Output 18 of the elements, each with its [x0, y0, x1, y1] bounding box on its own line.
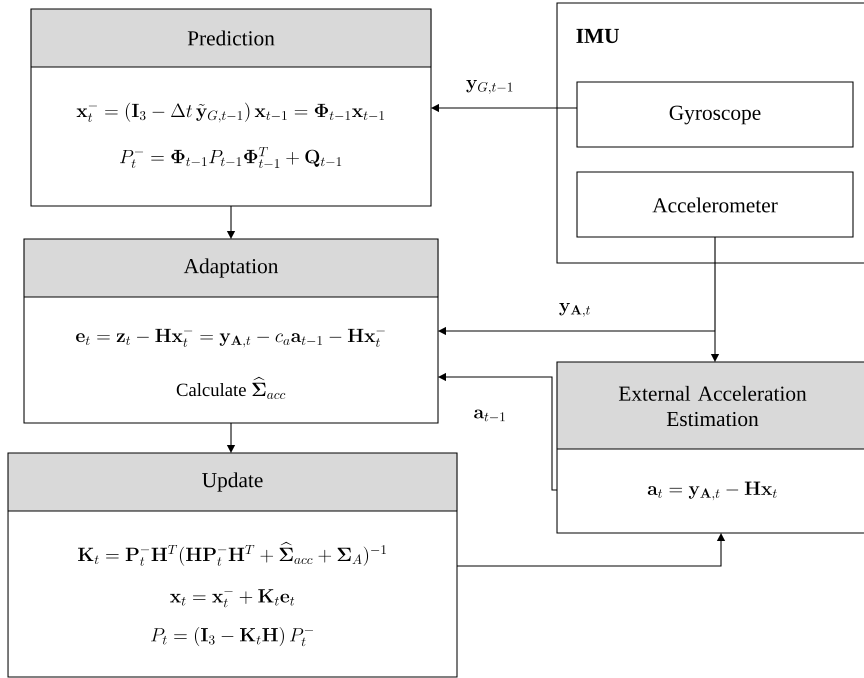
box-title: Accelerometer [652, 198, 778, 212]
equation: $P_t = \left(\mathbf{I}_3 - \mathbf{K}_t\mathbf{H}\right)P_t^-$ [151, 626, 314, 646]
equation: $\mathbf{x}_t = \mathbf{x}_t^- + \mathbf{K}_t\mathbf{e}_t$ [170, 589, 294, 608]
box-title: Update [202, 472, 263, 492]
group-title: IMU [576, 28, 620, 44]
box-title: Prediction [188, 30, 275, 46]
equation: $P_t^- = \mathbf{\Phi}_{t-1}P_{t-1}\mathbf{\Phi}_{t-1}^T + \mathbf{Q}_{t-1}$ [120, 147, 342, 168]
equation: $\text{Calculate }\widehat{\mathbf{\Sigma}}_{acc}$ [176, 376, 286, 399]
equation: $\mathbf{e}_t = \mathbf{z}_t - \mathbf{H}\mathbf{x}_t^- = \mathbf{y}_{\mathbf{A},t} - c_a\mathbf{a}_{t-1} - \mathbf{H}\mathbf{x}_t^-$ [76, 328, 385, 348]
box-title: Adaptation [184, 258, 278, 278]
box-title: Gyroscope [670, 106, 760, 124]
edge-label: $\mathbf{y}_{G,t-1}$ [464, 78, 516, 96]
edge-label: $\mathbf{a}_{t-1}$ [472, 408, 508, 424]
equation: $\mathbf{x}_t^- = \left(\mathbf{I}_3 - \Delta t\,\tilde{\mathbf{y}}_{G,t-1}\right)\mathbf{x}_{t-1} = \mathbf{\Phi}_{t-1}\mathbf{x}_{t-1}$ [76, 102, 384, 122]
equation: $\mathbf{K}_t = \mathbf{P}_t^-\mathbf{H}^T(\mathbf{H}\mathbf{P}_t^-\mathbf{H}^T + \widehat{\mathbf{\Sigma}}_{acc} + \mathbf{\Sigma}_A)^{-1}$ [78, 542, 386, 566]
box-title: External Acceleration Estimation [618, 386, 806, 426]
equation: $\mathbf{a}_t = \mathbf{y}_{\mathbf{A},t} - \mathbf{H}\mathbf{x}_t$ [648, 482, 777, 500]
edge-label: $\mathbf{y}_{\mathbf{A},t}$ [558, 302, 592, 318]
